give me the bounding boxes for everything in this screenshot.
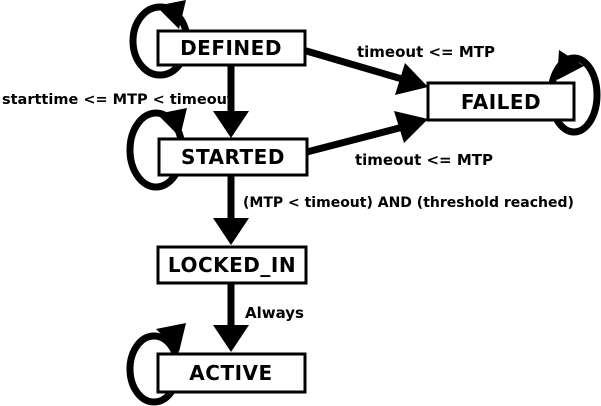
edge-label-started-to-lockedin: (MTP < timeout) AND (threshold reached) — [243, 195, 574, 211]
arrowhead-started-to-failed — [394, 111, 428, 143]
state-label-defined: DEFINED — [180, 36, 282, 60]
arrowhead-defined-to-started — [213, 111, 249, 138]
arrowhead-self-loop-started — [157, 108, 187, 137]
edge-defined-to-failed — [302, 46, 403, 83]
arrowhead-self-loop-defined — [156, 0, 186, 29]
edge-label-defined-to-started: starttime <= MTP < timeout — [2, 92, 234, 108]
state-box-defined — [156, 29, 307, 67]
edge-label-started-to-failed: timeout <= MTP — [355, 151, 493, 169]
arrowhead-started-to-lockedin — [213, 218, 249, 245]
edge-label-defined-to-failed: timeout <= MTP — [357, 43, 495, 61]
arrowhead-lockedin-to-active — [213, 325, 249, 352]
state-box-active — [156, 352, 307, 394]
state-label-started: STARTED — [181, 145, 285, 169]
state-box-started — [157, 137, 309, 177]
edge-started-to-failed — [302, 123, 404, 157]
edge-label-lockedin-to-active: Always — [245, 304, 304, 322]
arrowhead-self-loop-active — [156, 323, 186, 352]
state-label-failed: FAILED — [461, 90, 541, 114]
arrowhead-defined-to-failed — [395, 63, 428, 95]
state-box-locked-in — [156, 245, 308, 285]
state-label-locked-in: LOCKED_IN — [168, 253, 296, 277]
arrowhead-self-loop-failed — [557, 50, 584, 80]
state-box-failed — [426, 81, 576, 122]
state-label-active: ACTIVE — [189, 361, 272, 385]
